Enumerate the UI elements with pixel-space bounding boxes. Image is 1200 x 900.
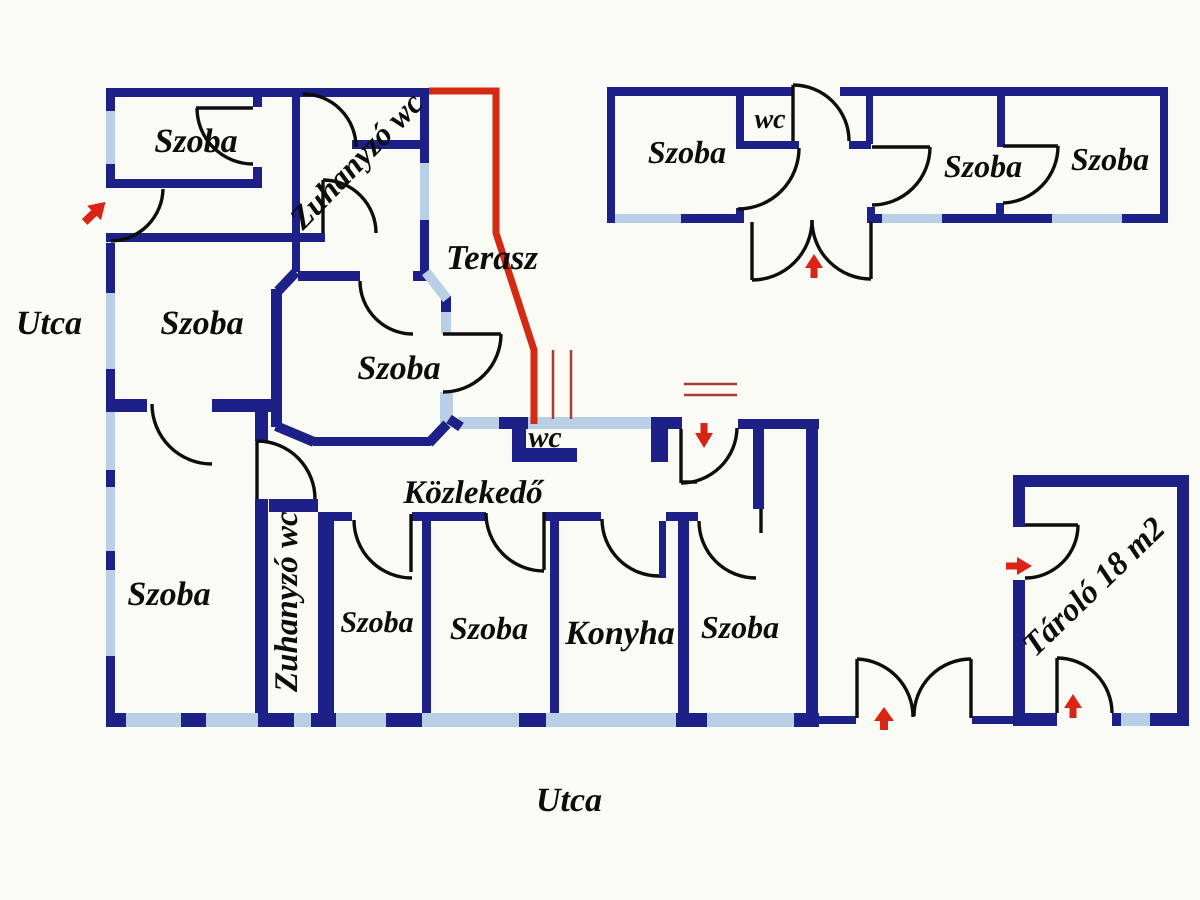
svg-text:Utca: Utca xyxy=(16,305,82,342)
svg-text:Szoba: Szoba xyxy=(357,350,440,387)
svg-text:Terasz: Terasz xyxy=(446,238,538,277)
svg-text:Közlekedő: Közlekedő xyxy=(402,475,545,511)
svg-text:Szoba: Szoba xyxy=(127,576,210,613)
svg-text:Szoba: Szoba xyxy=(160,305,243,342)
svg-text:Utca: Utca xyxy=(536,782,602,819)
svg-text:Zuhanyzó wc: Zuhanyzó wc xyxy=(269,511,305,693)
svg-text:Szoba: Szoba xyxy=(340,606,413,639)
svg-text:Szoba: Szoba xyxy=(154,123,237,160)
svg-text:Szoba: Szoba xyxy=(450,610,528,646)
svg-text:Szoba: Szoba xyxy=(701,609,779,645)
svg-text:Szoba: Szoba xyxy=(1071,141,1149,177)
svg-text:Szoba: Szoba xyxy=(944,148,1022,184)
svg-text:wc: wc xyxy=(528,421,561,454)
svg-text:wc: wc xyxy=(754,104,786,135)
svg-text:Szoba: Szoba xyxy=(648,134,726,170)
svg-text:Konyha: Konyha xyxy=(564,615,675,652)
